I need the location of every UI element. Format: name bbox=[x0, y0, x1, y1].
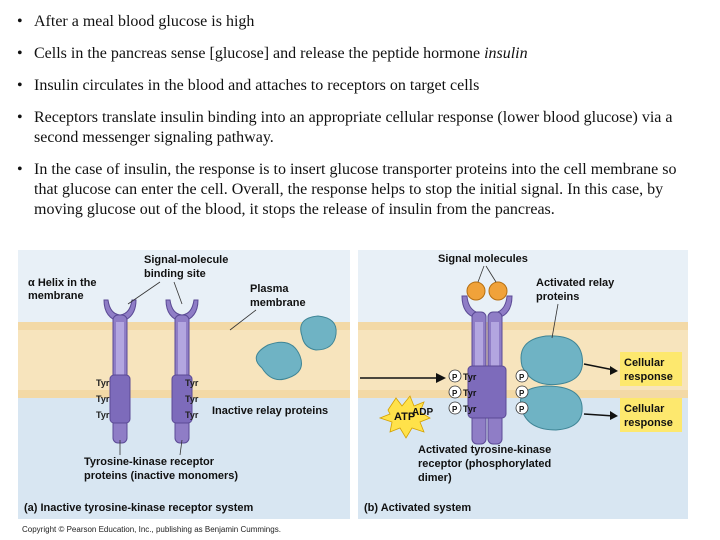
svg-text:Cellular: Cellular bbox=[624, 357, 665, 369]
receptor-dimer bbox=[461, 295, 513, 445]
response-arrow bbox=[583, 363, 615, 371]
tyr-label: Tyr bbox=[185, 410, 199, 420]
plasma-membrane-label: Plasma bbox=[250, 283, 289, 295]
relay-protein bbox=[255, 341, 302, 381]
signal-molecules-label: Signal molecules bbox=[438, 253, 528, 265]
svg-text:proteins: proteins bbox=[536, 291, 579, 303]
panel-b: P Tyr P Tyr P Tyr P P P Cellular re bbox=[358, 243, 688, 519]
svg-text:Tyr: Tyr bbox=[463, 404, 477, 414]
panel-b-caption: (b) Activated system bbox=[364, 502, 471, 514]
bullet-item: • Cells in the pancreas sense [glucose] a… bbox=[14, 44, 704, 64]
activated-relay-label: Activated relay bbox=[536, 277, 615, 289]
copyright-notice: Copyright © Pearson Education, Inc., pub… bbox=[22, 525, 281, 534]
svg-text:response: response bbox=[624, 371, 673, 383]
bullet-text: Receptors translate insulin binding into… bbox=[34, 109, 673, 146]
panel-a-extracellular bbox=[18, 250, 350, 322]
bullet-item: • After a meal blood glucose is high bbox=[14, 12, 704, 32]
activated-receptor-label: Activated tyrosine-kinase bbox=[418, 444, 551, 456]
cellular-response-box bbox=[620, 398, 682, 432]
svg-text:response: response bbox=[624, 417, 673, 429]
svg-text:dimer): dimer) bbox=[418, 472, 452, 484]
signal-molecule bbox=[488, 281, 508, 301]
svg-text:Cellular: Cellular bbox=[624, 403, 665, 415]
binding-site-label: Signal-molecule bbox=[144, 254, 228, 266]
bullet-text: In the case of insulin, the response is … bbox=[34, 161, 677, 218]
bullet-symbol: • bbox=[17, 13, 23, 30]
bullet-item: • Receptors translate insulin binding int… bbox=[14, 108, 704, 148]
svg-text:P: P bbox=[452, 389, 458, 398]
bullet-symbol: • bbox=[17, 77, 23, 94]
svg-text:proteins (inactive monomers): proteins (inactive monomers) bbox=[84, 470, 238, 482]
receptor-monomer: Tyr Tyr Tyr bbox=[165, 299, 199, 444]
tyr-label: Tyr bbox=[96, 394, 110, 404]
receptor-monomer: Tyr Tyr Tyr bbox=[96, 299, 137, 444]
response-arrow bbox=[583, 413, 615, 417]
panel-a-caption: (a) Inactive tyrosine-kinase receptor sy… bbox=[24, 502, 253, 514]
tyr-label: Tyr bbox=[96, 378, 110, 388]
adp-label: ADP bbox=[412, 407, 433, 418]
receptor-monomer-label: Tyrosine-kinase receptor bbox=[84, 456, 215, 468]
bullet-item: • Insulin circulates in the blood and att… bbox=[14, 76, 704, 96]
svg-text:P: P bbox=[452, 373, 458, 382]
activated-relay-protein bbox=[520, 385, 583, 431]
svg-text:P: P bbox=[519, 405, 525, 414]
phosphate-left: P Tyr P Tyr P Tyr bbox=[448, 369, 477, 415]
bullet-symbol: • bbox=[17, 109, 23, 126]
panel-a: Tyr Tyr Tyr Tyr Tyr Tyr α Helix in the m… bbox=[18, 243, 350, 519]
svg-text:P: P bbox=[452, 405, 458, 414]
atp-burst bbox=[378, 395, 431, 439]
inactive-relay-label: Inactive relay proteins bbox=[212, 405, 328, 417]
cellular-response-box bbox=[620, 352, 682, 386]
svg-text:Tyr: Tyr bbox=[463, 372, 477, 382]
svg-text:P: P bbox=[519, 389, 525, 398]
relay-protein bbox=[300, 315, 337, 351]
bullet-symbol: • bbox=[17, 45, 23, 62]
svg-text:P: P bbox=[519, 373, 525, 382]
alpha-helix-label: α Helix in the bbox=[28, 277, 97, 289]
svg-text:membrane: membrane bbox=[28, 290, 84, 302]
activated-relay-protein bbox=[520, 335, 584, 386]
bullet-list: • After a meal blood glucose is high • Cel… bbox=[14, 12, 704, 232]
bullet-italic-text: insulin bbox=[484, 45, 528, 62]
bullet-text: Cells in the pancreas sense [glucose] an… bbox=[34, 45, 485, 62]
tyr-label: Tyr bbox=[96, 410, 110, 420]
signal-molecule bbox=[466, 281, 486, 301]
svg-text:membrane: membrane bbox=[250, 297, 306, 309]
tyr-label: Tyr bbox=[185, 394, 199, 404]
bullet-text: After a meal blood glucose is high bbox=[34, 13, 255, 30]
svg-text:Tyr: Tyr bbox=[463, 388, 477, 398]
atp-label: ATP bbox=[394, 411, 415, 423]
svg-text:receptor (phosphorylated: receptor (phosphorylated bbox=[418, 458, 551, 470]
tyr-label: Tyr bbox=[185, 378, 199, 388]
svg-text:binding site: binding site bbox=[144, 268, 206, 280]
phosphate-right: P P P bbox=[515, 369, 529, 415]
bullet-text: Insulin circulates in the blood and atta… bbox=[34, 77, 480, 94]
bullet-symbol: • bbox=[17, 161, 23, 178]
bullet-item: • In the case of insulin, the response is… bbox=[14, 160, 704, 220]
